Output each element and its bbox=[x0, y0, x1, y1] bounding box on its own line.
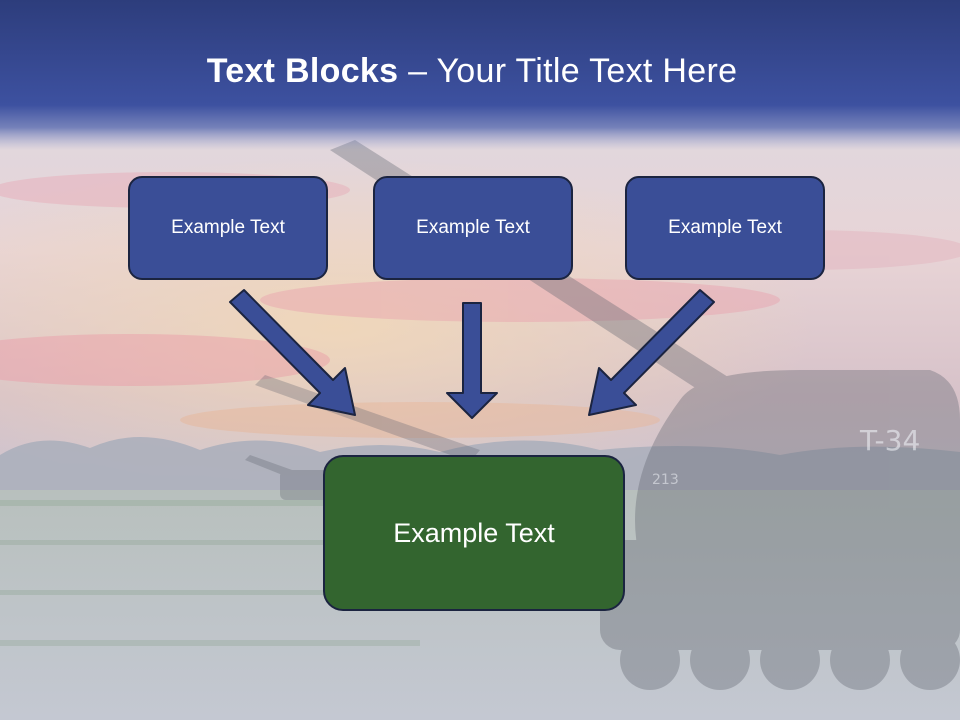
text-block-2[interactable]: Example Text bbox=[373, 176, 573, 280]
title-rest-part: Your Title Text Here bbox=[436, 52, 738, 90]
text-block-3[interactable]: Example Text bbox=[625, 176, 825, 280]
text-block-main-label: Example Text bbox=[393, 517, 555, 548]
text-block-1[interactable]: Example Text bbox=[128, 176, 328, 280]
text-block-1-label: Example Text bbox=[171, 217, 285, 238]
slide-title: Text Blocks – Your Title Text Here bbox=[0, 52, 944, 91]
arrow-down-icon bbox=[446, 302, 498, 419]
svg-text:213: 213 bbox=[652, 472, 679, 488]
svg-text:T-34: T-34 bbox=[859, 424, 920, 457]
title-band bbox=[0, 0, 960, 150]
title-bold-part: Text Blocks bbox=[206, 52, 399, 90]
text-block-2-label: Example Text bbox=[416, 217, 530, 238]
arrow-down-left-icon bbox=[588, 289, 715, 416]
text-block-3-label: Example Text bbox=[668, 217, 782, 238]
title-separator: – bbox=[398, 52, 437, 90]
text-block-main[interactable]: Example Text bbox=[323, 455, 625, 611]
arrow-down-right-icon bbox=[229, 289, 356, 416]
